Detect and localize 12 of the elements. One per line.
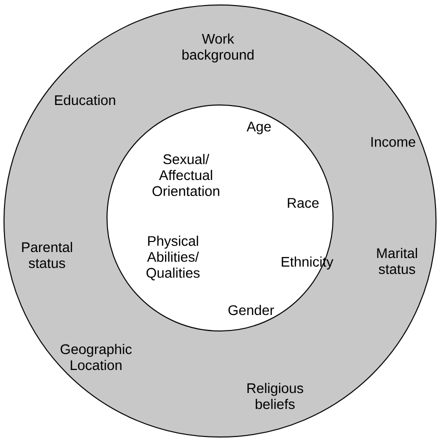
circle-label: Income: [371, 137, 416, 147]
circle-label: Gender: [228, 304, 274, 316]
circle-label: Age: [246, 122, 271, 134]
circle-label: Race: [288, 198, 319, 208]
circle-label: Religious beliefs: [247, 382, 304, 410]
circle-label: Geographic Location: [60, 344, 132, 370]
circle-label: Parental status: [22, 242, 72, 268]
circle-label: Work background: [182, 34, 254, 62]
circle-label: Marital status: [377, 248, 417, 274]
circle-label: Education: [55, 94, 116, 106]
circle-label: Physical Abilities/ Qualities: [146, 236, 200, 280]
circle-label: Sexual/ Affectual Orientation: [152, 154, 220, 196]
